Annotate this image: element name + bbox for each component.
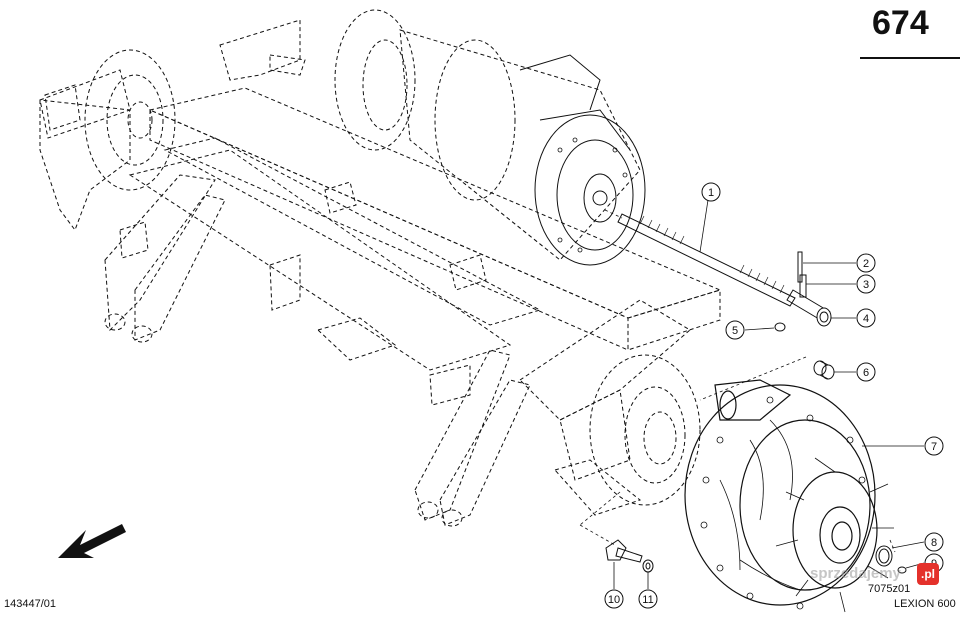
callout-11 (638, 589, 658, 609)
model-label: LEXION 600 (894, 598, 956, 610)
coupling-sleeve (786, 289, 832, 327)
arrow-icon (58, 524, 126, 558)
gearbox (334, 9, 646, 266)
callout-5 (725, 320, 745, 340)
callout-4-label: 4 (863, 313, 869, 325)
callout-8-label: 8 (931, 537, 937, 549)
right-flange (589, 354, 701, 506)
callout-11-label: 11 (642, 594, 653, 606)
watermark-badge: .pl (917, 563, 939, 585)
bolt (605, 539, 643, 563)
callout-3 (856, 274, 876, 294)
callout-7-label: 7 (931, 441, 937, 453)
watermark-text: sprzedajemy (810, 565, 901, 582)
callout-5-label: 5 (732, 325, 738, 337)
ref-code: 7075z01 (868, 583, 911, 595)
drain-plug (897, 566, 907, 574)
page-number: 674 (872, 4, 929, 42)
leader-lines (579, 209, 896, 553)
spring-pins (797, 251, 807, 298)
callout-7 (924, 436, 944, 456)
callout-1-label: 1 (708, 187, 714, 199)
callout-10 (604, 589, 624, 609)
left-hub (84, 49, 176, 191)
callout-10-label: 10 (608, 594, 620, 606)
callout-2-label: 2 (863, 258, 869, 270)
bushing (813, 360, 835, 380)
o-ring (875, 545, 893, 567)
washer (642, 559, 654, 573)
callout-2 (856, 253, 876, 273)
callout-8 (924, 532, 944, 552)
drawing-id: 143447/01 (4, 598, 56, 610)
callout-6-label: 6 (863, 367, 869, 379)
callout-6 (856, 362, 876, 382)
callout-1 (701, 182, 721, 202)
callout-3-label: 3 (863, 279, 869, 291)
axle-frame (39, 19, 722, 527)
final-drive-hub (684, 379, 894, 613)
callout-4 (856, 308, 876, 328)
set-screw (774, 322, 786, 332)
splined-shaft (617, 213, 796, 307)
